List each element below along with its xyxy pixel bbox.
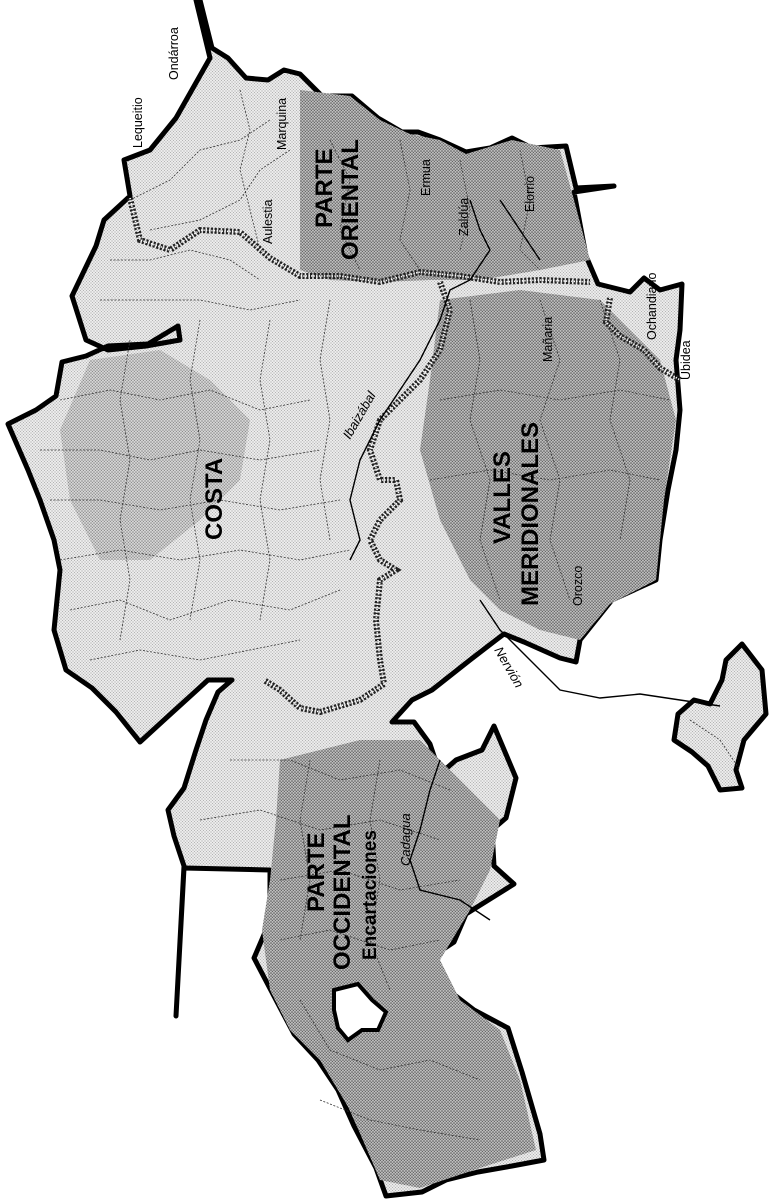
shaded-zone-costa (60, 350, 250, 560)
town-label-zaldua: Zaldúa (457, 198, 471, 236)
comarca-boundaries (127, 197, 682, 716)
region-label-valles-2: MERIDIONALES (517, 422, 544, 606)
interior-lake (332, 981, 389, 1043)
river-nervion (479, 599, 721, 707)
town-label-orozco: Orozco (571, 566, 585, 606)
river-cadagua (409, 759, 491, 921)
town-label-ermua: Ermua (419, 159, 433, 196)
town-label-ubidea: Ubidea (679, 340, 693, 380)
town-label-aulestia: Aulestia (261, 199, 275, 244)
region-label-parte-occidental-1: PARTE (303, 832, 330, 912)
town-label-ochandiano: Ochandiano (645, 273, 659, 340)
exclave-outline (671, 641, 769, 793)
region-label-encartaciones: Encartaciones (360, 830, 381, 960)
municipal-boundaries (40, 89, 741, 1141)
river-label-cadagua: Cadagua (398, 813, 413, 866)
rivers (349, 199, 721, 921)
town-label-manaria: Mañaria (541, 317, 555, 362)
river-ibaizabal (349, 199, 491, 561)
region-label-parte-occidental-2: OCCIDENTAL (329, 814, 356, 970)
town-label-elorrio: Elorrio (523, 176, 537, 212)
region-label-costa: COSTA (201, 458, 228, 540)
region-label-parte-oriental-2: ORIENTAL (337, 139, 364, 260)
shaded-zone-west (262, 740, 536, 1188)
shaded-zone-south (420, 290, 676, 640)
town-label-lequeitio: Lequeitio (131, 97, 145, 148)
region-label-parte-oriental-1: PARTE (311, 148, 338, 228)
town-label-marquina: Marquina (275, 98, 289, 150)
shaded-zone-east (300, 90, 590, 282)
town-label-ondarroa: Ondárroa (167, 27, 181, 80)
region-label-valles-1: VALLES (489, 451, 516, 544)
